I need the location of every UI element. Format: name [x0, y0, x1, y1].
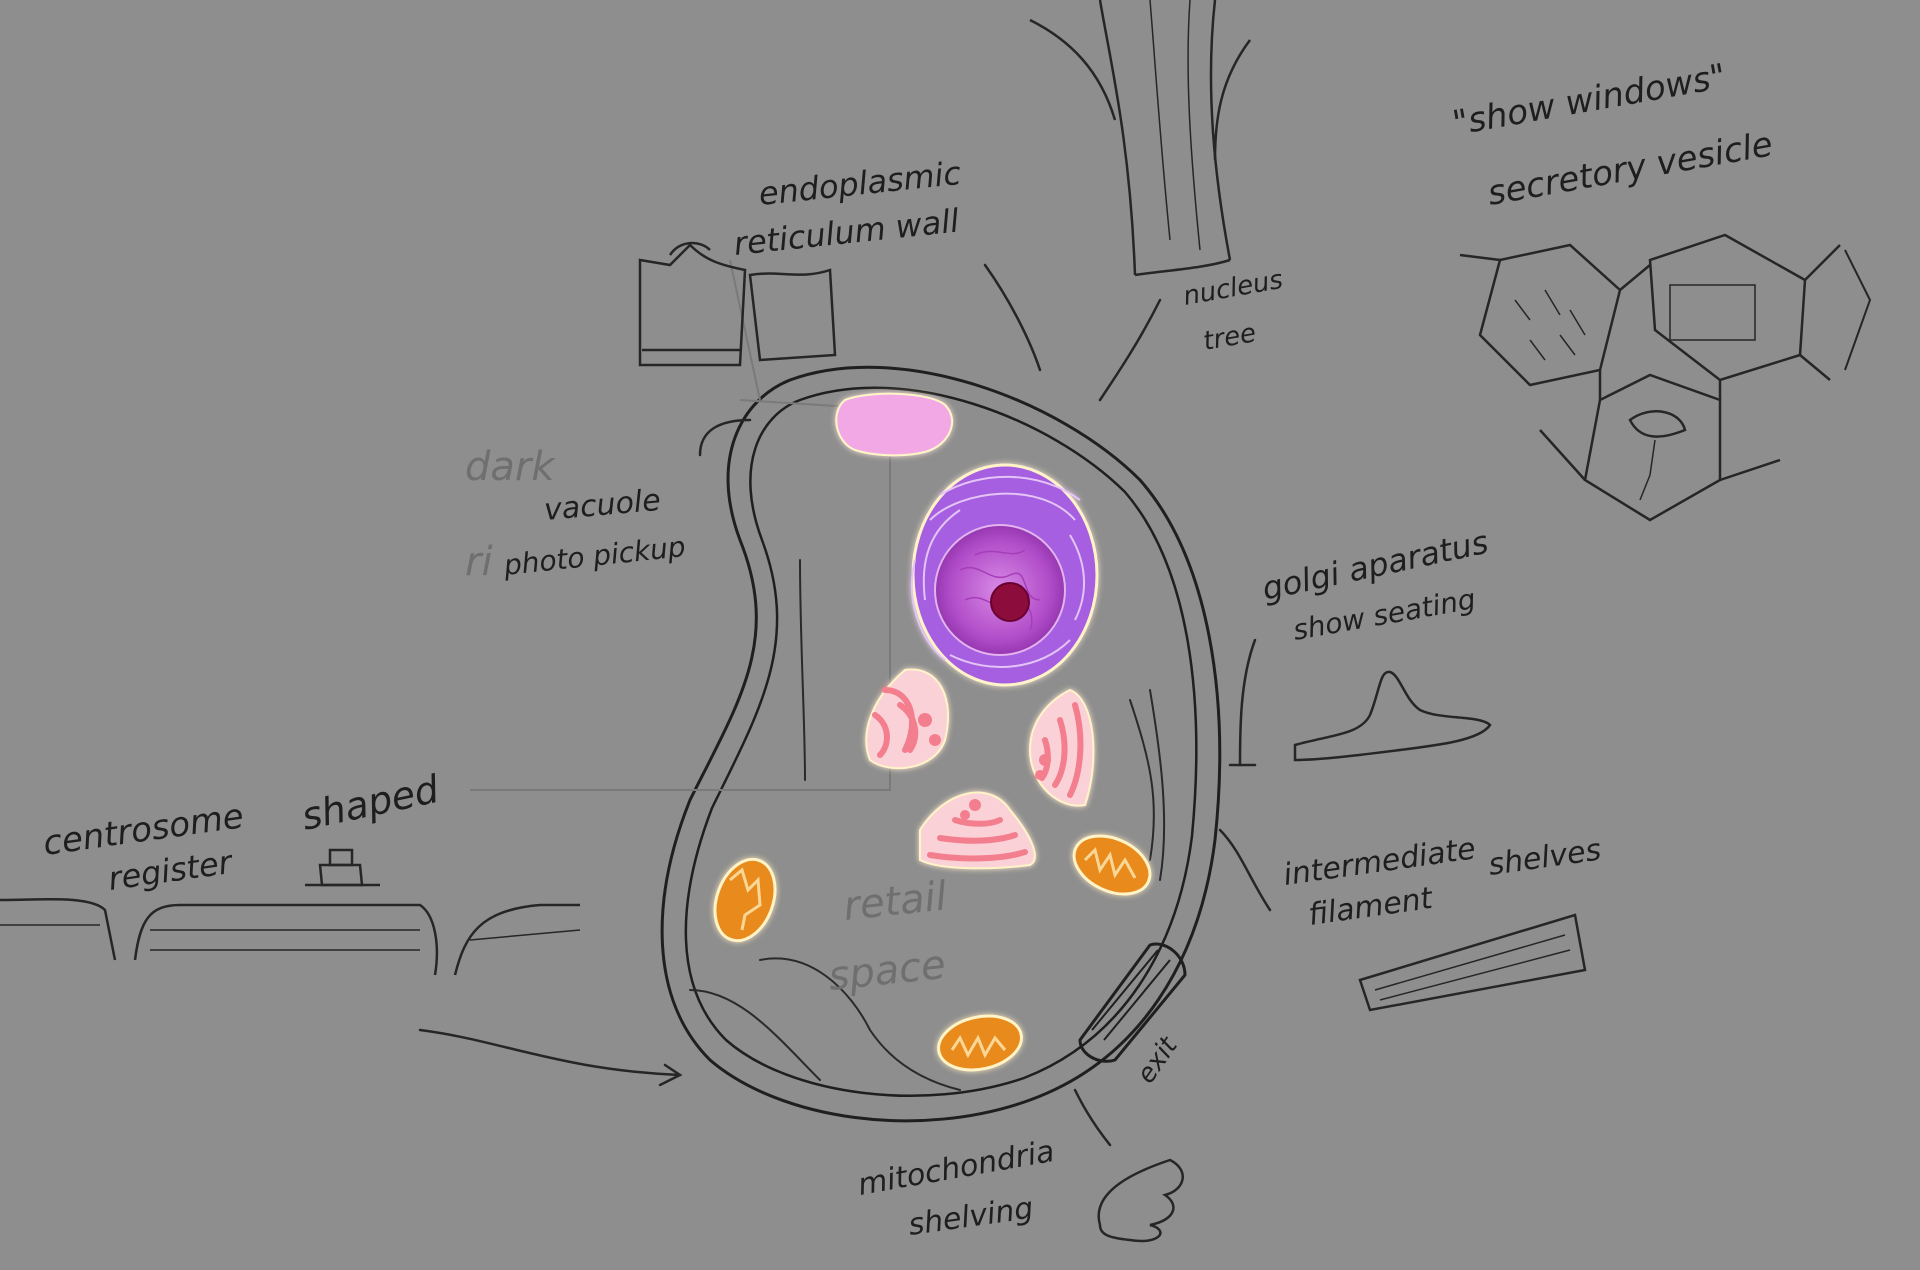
- label-ri: ri: [465, 539, 493, 585]
- label-nucleus-1: nucleus: [1181, 265, 1285, 312]
- centrosome-register-sketch: [0, 848, 581, 976]
- er-wall-sketch: [638, 241, 837, 367]
- golgi-apparatus-right: [1028, 688, 1095, 807]
- label-space: space: [826, 942, 948, 1000]
- golgi-apparatus-bottom: [919, 791, 1036, 870]
- mito-shelving-sketch: [1097, 1158, 1184, 1243]
- mitochondrion-left: [713, 857, 777, 943]
- label-nucleus-2: tree: [1201, 318, 1258, 357]
- golgi-apparatus-left: [865, 668, 950, 770]
- label-shaped: shaped: [298, 767, 444, 839]
- mitochondrion-bottom: [937, 1014, 1023, 1072]
- filament-shelves-sketch: [1358, 913, 1587, 1012]
- nucleolus: [990, 582, 1030, 622]
- cell-membrane: [660, 365, 1222, 1123]
- labels: endoplasmic reticulum wall nucleus tree …: [41, 56, 1776, 1242]
- retail-space-strokes: [689, 559, 1166, 1091]
- nucleus-tree-sketch: [1029, 0, 1252, 277]
- nucleus: [910, 463, 1099, 687]
- vacuole: [835, 392, 954, 457]
- exit-door: [1078, 942, 1187, 1063]
- label-shelves: shelves: [1486, 832, 1603, 882]
- label-mito-2: shelving: [906, 1191, 1035, 1243]
- label-vacuole: vacuole: [543, 483, 662, 528]
- label-show-windows: "show windows": [1450, 56, 1729, 143]
- show-seating-sketch: [1293, 670, 1492, 762]
- mitochondrion-right: [1072, 834, 1152, 896]
- label-exit: exit: [1131, 1031, 1184, 1089]
- label-intermediate-2: filament: [1306, 881, 1435, 933]
- leader-lines: [418, 263, 1272, 1147]
- label-dark: dark: [465, 444, 556, 490]
- label-retail: retail: [841, 873, 949, 930]
- label-intermediate-1: intermediate: [1281, 831, 1478, 893]
- faint-construction-lines: [470, 259, 901, 791]
- label-secretory: secretory vesicle: [1485, 124, 1776, 213]
- show-windows-sketch: [1459, 233, 1872, 522]
- label-photo-pickup: photo pickup: [501, 530, 687, 582]
